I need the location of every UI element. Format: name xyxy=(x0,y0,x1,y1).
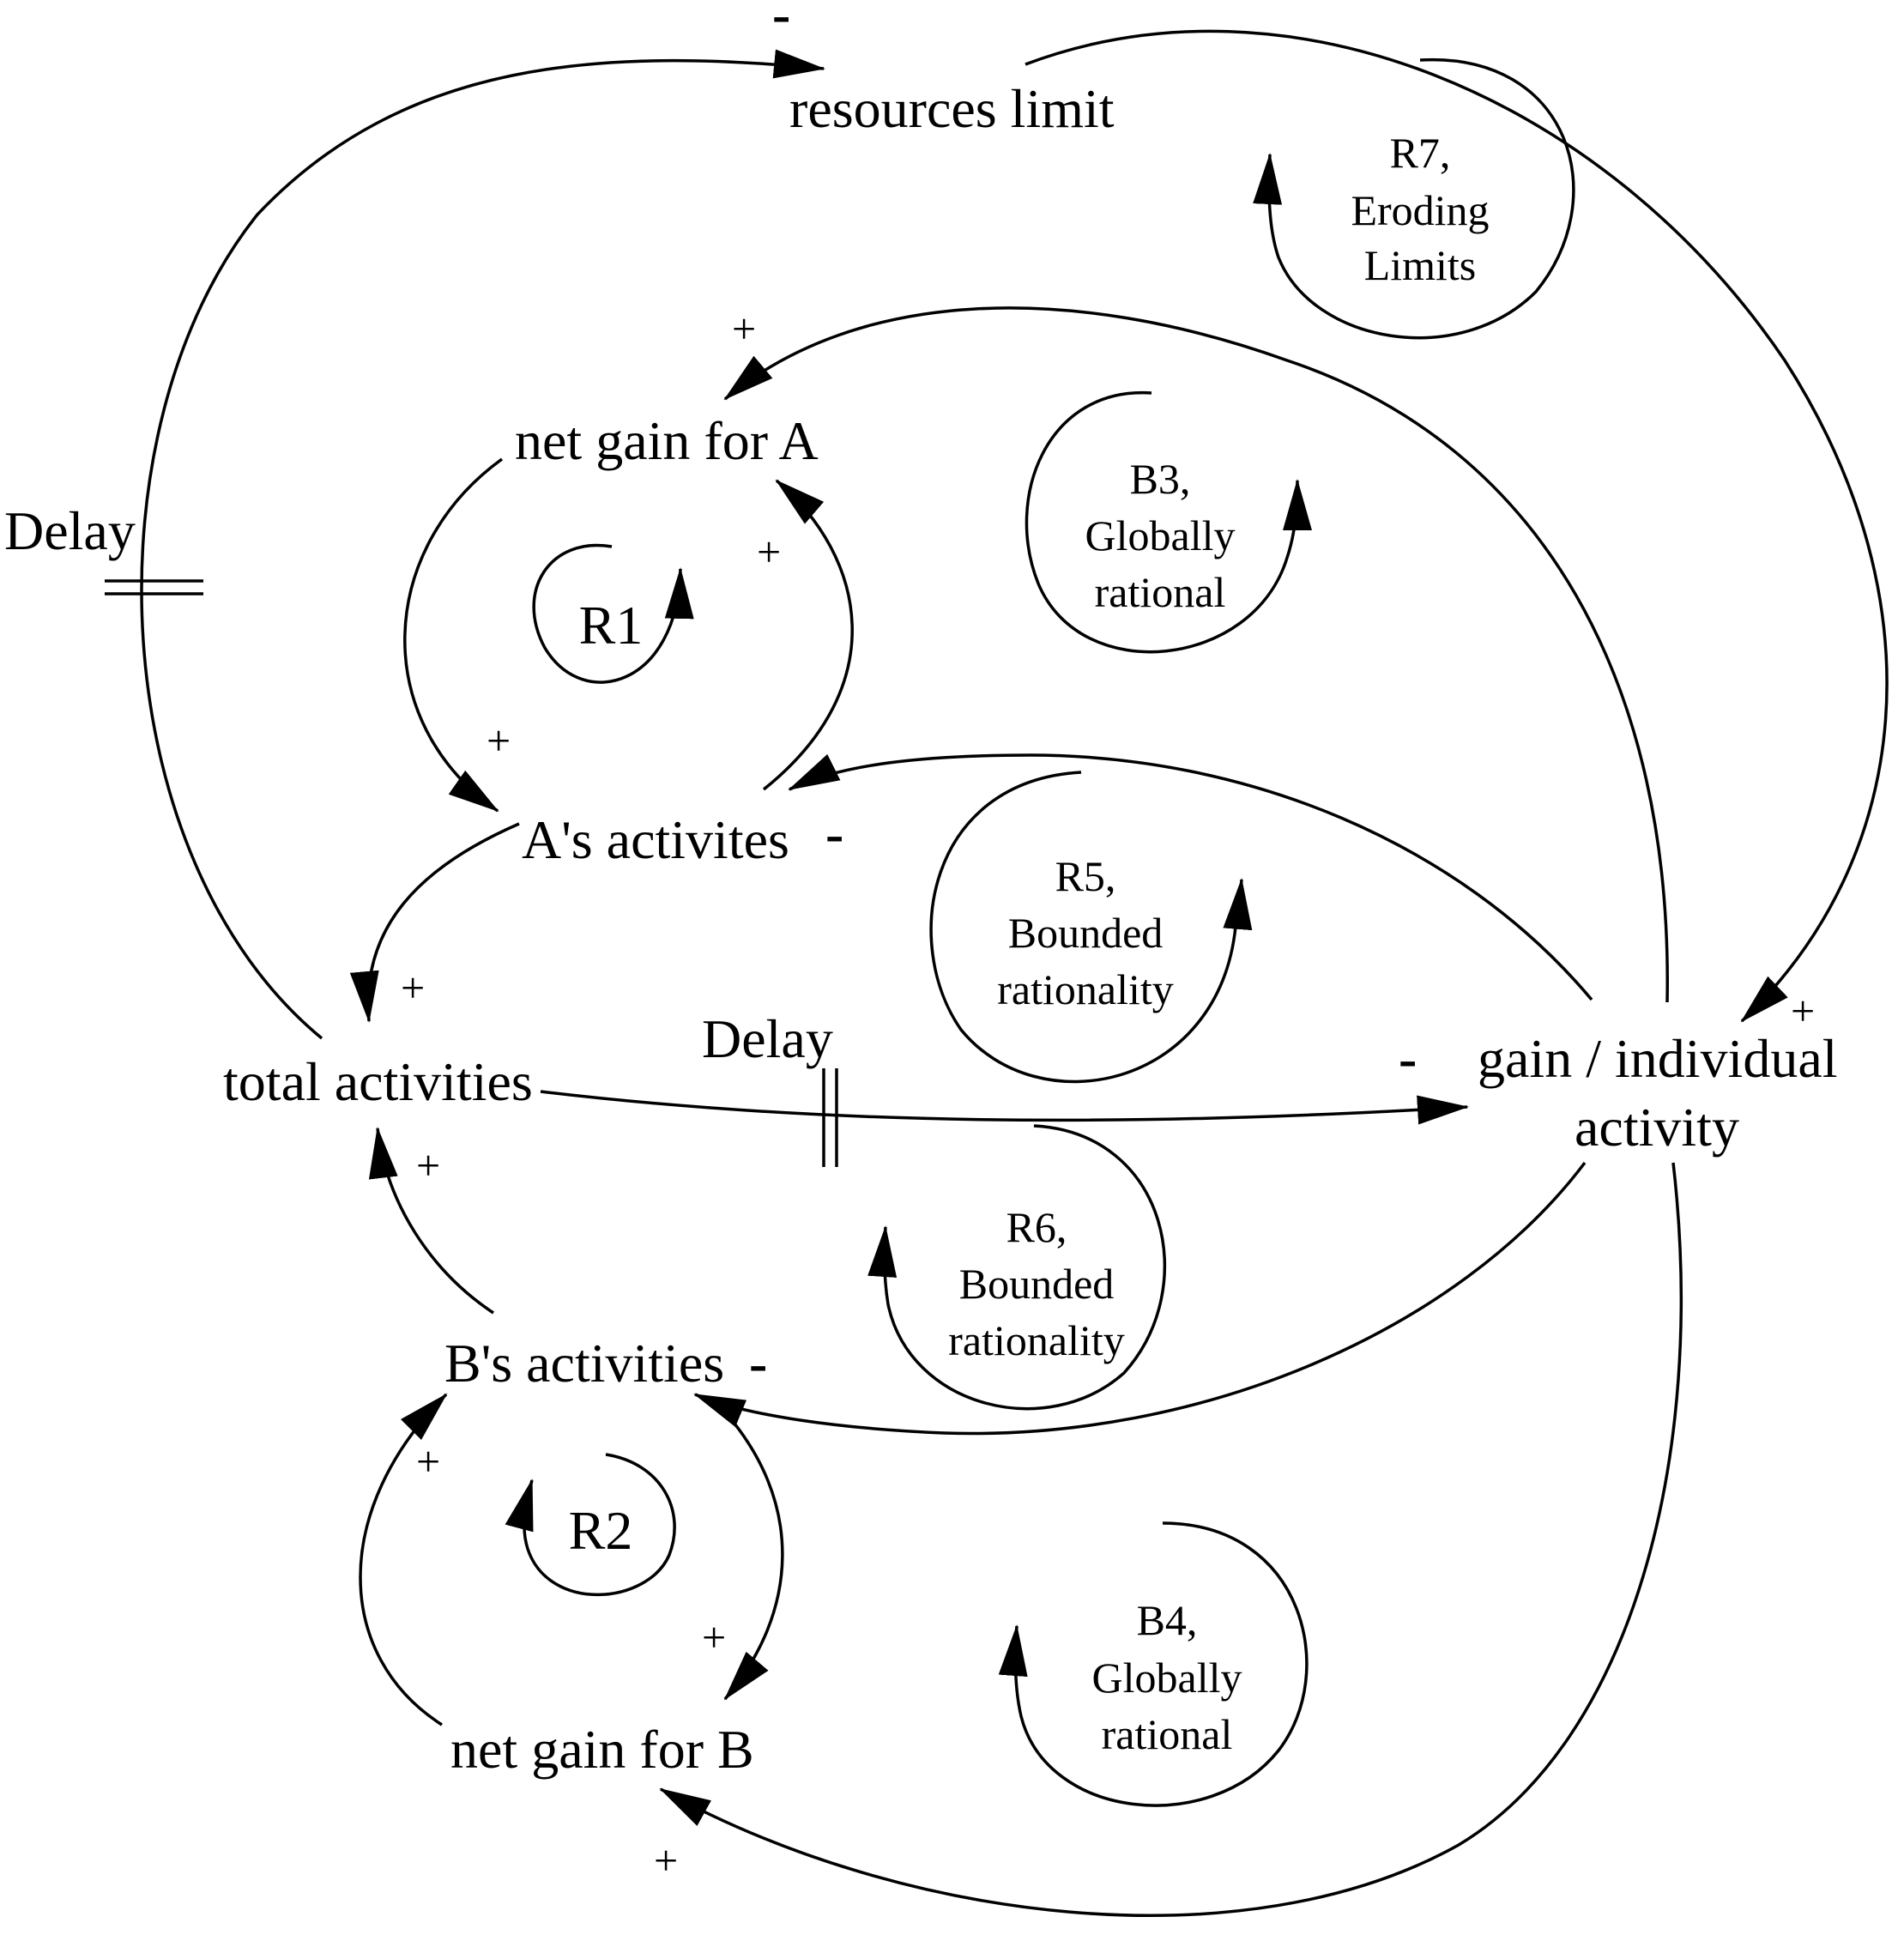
loop-label-b4-line2: Globally xyxy=(1092,1654,1242,1702)
loop-label-r6-line1: R6, xyxy=(1006,1203,1067,1251)
loop-label-b4-line3: rational xyxy=(1102,1710,1233,1758)
loop-arc-r6 xyxy=(867,1124,1167,1411)
loop-label-r6-line2: Bounded xyxy=(959,1260,1115,1308)
loop-label-r6-line3: rationality xyxy=(948,1316,1125,1364)
polarity-net-gain-b-in: + xyxy=(654,1836,678,1884)
var-a-activities: A's activites xyxy=(522,809,789,870)
loop-label-r7-line1: R7, xyxy=(1390,129,1451,177)
loop-arc-r7 xyxy=(1253,57,1575,340)
polarity-individual-from-total: - xyxy=(1399,1028,1417,1089)
var-total-activities: total activities xyxy=(223,1051,533,1112)
loop-label-b3-line2: Globally xyxy=(1085,511,1236,559)
link-a-activities-to-net-gain-a xyxy=(762,479,854,791)
link-total-to-gain-individual xyxy=(540,1090,1469,1125)
loop-arc-r2 xyxy=(505,1453,676,1597)
loop-arc-b4 xyxy=(998,1521,1309,1807)
link-gain-individual-to-net-gain-a xyxy=(723,306,1669,1003)
polarity-net-gain-a-from-a: + xyxy=(757,528,781,576)
polarity-total-from-b: + xyxy=(416,1141,440,1189)
var-resources-limit: resources limit xyxy=(789,78,1115,139)
loop-label-r5-line3: rationality xyxy=(997,965,1174,1013)
var-net-gain-b: net gain for B xyxy=(450,1719,754,1780)
polarity-resources-limit-in: - xyxy=(772,0,790,45)
link-net-gain-b-to-b-activities xyxy=(359,1393,448,1726)
var-gain-individual-line2: activity xyxy=(1575,1097,1739,1158)
link-gain-individual-to-b-activities xyxy=(693,1161,1587,1436)
polarity-net-gain-a-in: + xyxy=(732,305,756,353)
loop-label-r7-line2: Eroding xyxy=(1351,186,1489,234)
delay-mark-center xyxy=(822,1068,838,1167)
var-gain-individual-line1: gain / individual xyxy=(1478,1028,1838,1089)
link-net-gain-a-to-a-activities xyxy=(403,457,504,813)
link-b-activities-to-net-gain-b xyxy=(719,1406,784,1701)
loop-label-b4-line1: B4, xyxy=(1137,1596,1198,1644)
loop-arc-b3 xyxy=(1025,391,1312,654)
polarity-a-activities-from-gain: + xyxy=(487,717,511,765)
polarity-b-activities-from-gain: + xyxy=(416,1437,440,1485)
loop-label-r5-line1: R5, xyxy=(1055,852,1116,900)
loop-label-r7-line3: Limits xyxy=(1364,241,1477,289)
polarity-individual-from-resources: + xyxy=(1791,987,1815,1035)
link-gain-individual-to-net-gain-b xyxy=(659,1162,1683,1918)
delay-mark-left xyxy=(105,579,203,596)
loop-label-r5-line2: Bounded xyxy=(1008,909,1164,957)
link-gain-individual-to-a-activities xyxy=(788,753,1593,1001)
delay-label-center: Delay xyxy=(702,1008,833,1069)
loop-label-b3-line1: B3, xyxy=(1130,455,1191,503)
polarity-total-from-a: + xyxy=(401,964,425,1012)
delay-label-left: Delay xyxy=(4,500,136,561)
loop-arc-r5 xyxy=(929,771,1253,1084)
var-b-activities: B's activities xyxy=(444,1333,724,1394)
polarity-a-activities-from-individual: - xyxy=(825,803,843,864)
link-resources-to-gain-individual xyxy=(1025,29,1889,1023)
var-net-gain-a: net gain for A xyxy=(515,410,819,471)
link-b-activities-to-total xyxy=(368,1127,494,1315)
loop-label-r2: R2 xyxy=(569,1500,633,1561)
link-a-activities-to-total xyxy=(349,822,520,1023)
loop-label-b3-line3: rational xyxy=(1095,568,1226,616)
polarity-b-activities-from-individual: - xyxy=(749,1333,767,1394)
loop-arc-r1 xyxy=(532,543,694,684)
loop-label-r1: R1 xyxy=(579,595,644,656)
link-total-to-resources-limit xyxy=(140,49,825,1040)
polarity-net-gain-b-from-b: + xyxy=(702,1613,726,1661)
